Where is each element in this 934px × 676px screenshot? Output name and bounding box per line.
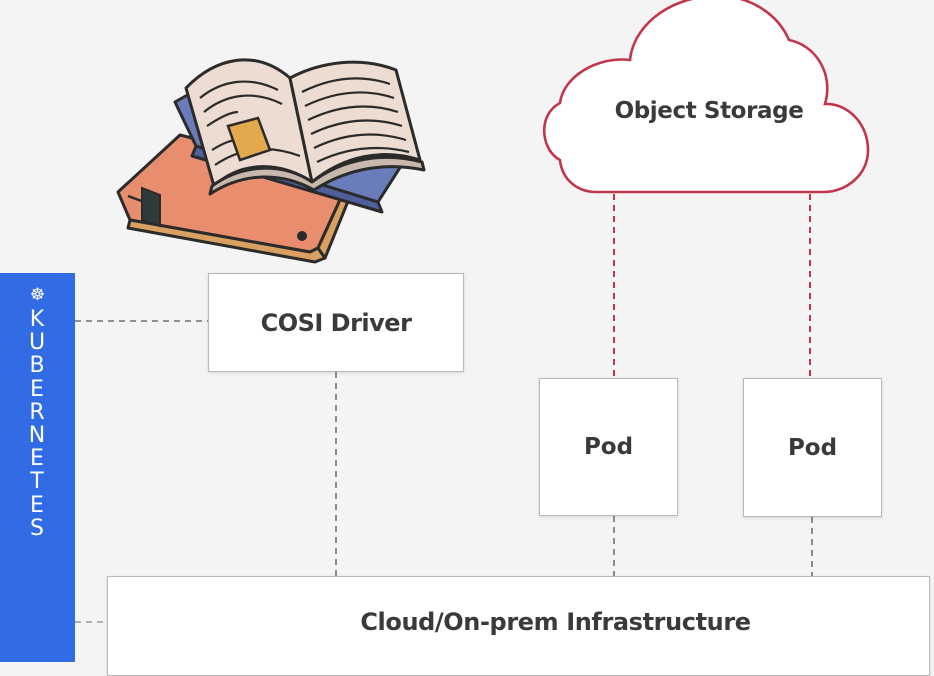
kubernetes-vertical-label: K U B E R N E T E S [29,308,46,540]
pod-label: Pod [583,434,634,460]
kubernetes-letter: K [29,307,46,332]
kubernetes-letter: N [28,423,47,449]
kubernetes-letter: R [29,399,46,425]
kubernetes-letter: S [30,515,45,541]
infrastructure-label: Cloud/On-prem Infrastructure [360,608,751,636]
helm-wheel-icon: ☸ [29,285,46,304]
kubernetes-letter: E [30,376,45,402]
cosi-driver-box: COSI Driver [208,273,464,372]
kubernetes-letter: B [29,353,46,379]
infrastructure-box: Cloud/On-prem Infrastructure [107,576,930,676]
kubernetes-letter: E [30,446,45,472]
pod-box: Pod [743,378,882,517]
open-book-stack-icon [116,58,426,264]
diagram-connectors [75,0,870,623]
kubernetes-letter: E [30,492,45,518]
kubernetes-letter: T [30,469,45,495]
object-storage-cloud [542,0,870,194]
cosi-driver-label: COSI Driver [260,308,412,337]
kubernetes-sidebar: ☸ K U B E R N E T E S [0,273,75,662]
pod-label: Pod [787,434,838,461]
object-storage-label: Object Storage [614,98,804,124]
pod-box: Pod [539,378,678,516]
kubernetes-letter: U [28,330,47,356]
